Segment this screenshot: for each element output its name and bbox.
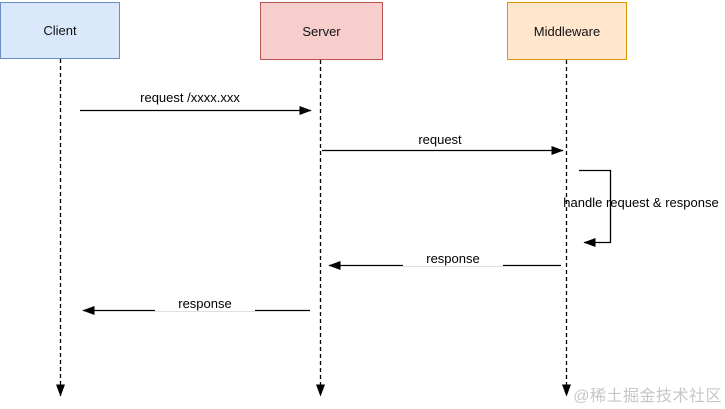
message-label-handle-request-response: handle request & response <box>563 195 719 210</box>
actor-box-client: Client <box>0 2 120 59</box>
self-loop-arrow-middleware <box>579 169 612 248</box>
actor-box-middleware: Middleware <box>507 2 627 60</box>
message-label-request-xxxx: request /xxxx.xxx <box>140 90 240 105</box>
actor-client-label: Client <box>43 23 77 38</box>
message-label-response-middleware-server: response <box>403 251 503 266</box>
actor-box-server: Server <box>260 2 383 60</box>
actor-server-label: Server <box>302 23 341 39</box>
message-label-response-server-client: response <box>155 296 255 311</box>
message-label-request: request <box>418 132 462 147</box>
watermark-text: @稀土掘金技术社区 <box>573 388 722 405</box>
actor-middleware-label: Middleware <box>533 23 601 39</box>
